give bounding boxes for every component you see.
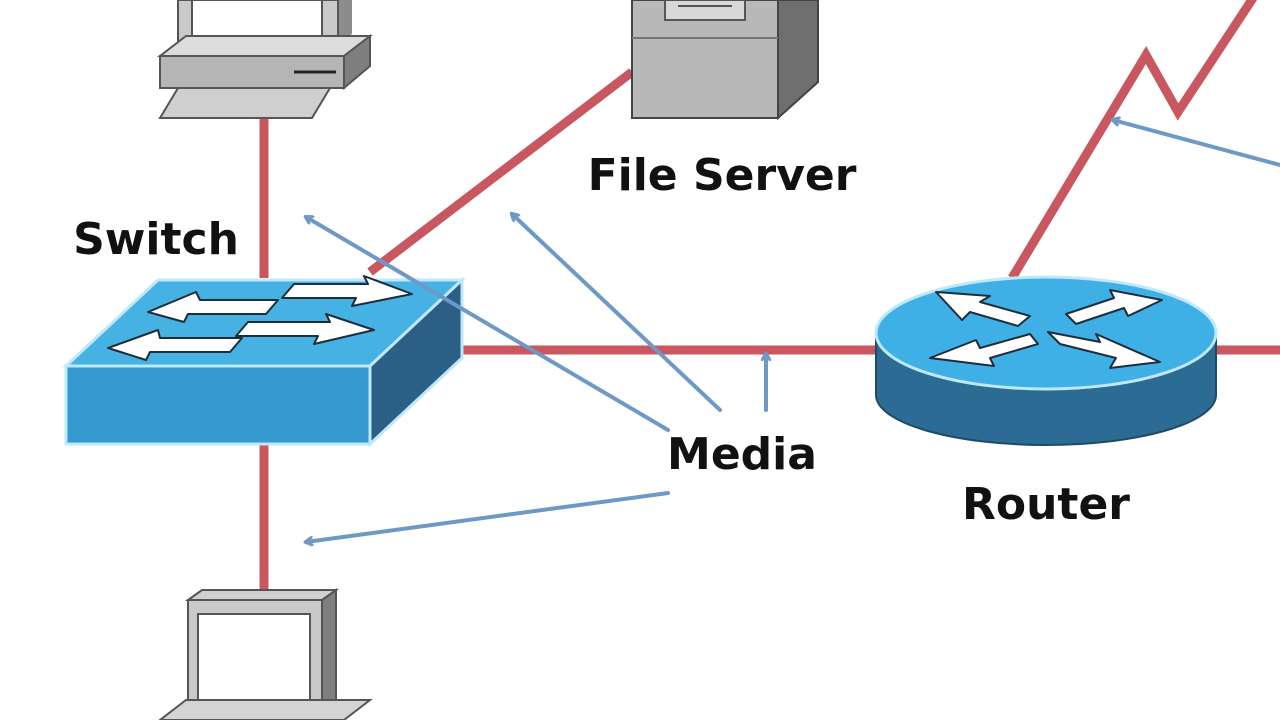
- router-label: Router: [962, 479, 1130, 530]
- file-server-icon: [631, 0, 819, 121]
- router-icon: [874, 275, 1218, 446]
- arrow-to-switch-fileserver-cable: [306, 217, 670, 432]
- file-server-label: File Server: [588, 150, 857, 201]
- media-label: Media: [667, 429, 817, 480]
- cable-switch-to-file-server: [367, 68, 635, 276]
- cable-wan-serial-link: [1008, 0, 1258, 281]
- desktop-computer-icon: [157, 0, 373, 119]
- switch-label: Switch: [73, 214, 239, 265]
- arrow-to-wan-link: [1113, 120, 1280, 167]
- switch-icon: [62, 275, 466, 448]
- media-pointer-arrows: [306, 120, 1280, 542]
- arrow-to-fileserver-cable: [512, 214, 722, 412]
- laptop-computer-icon: [158, 588, 373, 720]
- arrow-to-bottom-cable: [306, 491, 670, 542]
